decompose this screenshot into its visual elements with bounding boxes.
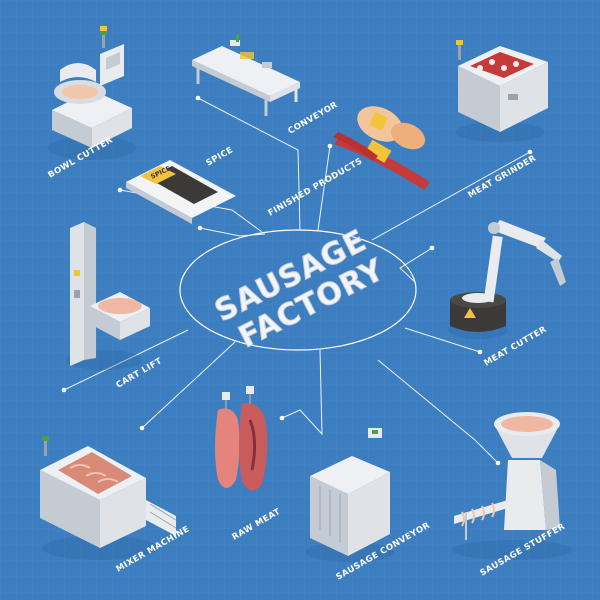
center-ellipse	[179, 229, 417, 351]
finished-products-illustration	[333, 106, 430, 190]
bowl-cutter-illustration	[48, 26, 136, 160]
connector-lines	[63, 97, 531, 464]
conveyor-illustration	[192, 34, 300, 116]
sausage-conveyor-illustration	[306, 428, 394, 562]
connector-dots	[61, 95, 533, 466]
spice-packet-illustration: SPICE	[126, 160, 236, 224]
raw-meat-illustration	[215, 386, 268, 491]
meat-grinder-illustration	[456, 40, 548, 142]
mixer-machine-illustration	[40, 436, 177, 560]
cart-lift-illustration	[66, 222, 150, 370]
sausage-stuffer-illustration	[452, 412, 572, 560]
meat-cutter-illustration	[448, 220, 566, 339]
